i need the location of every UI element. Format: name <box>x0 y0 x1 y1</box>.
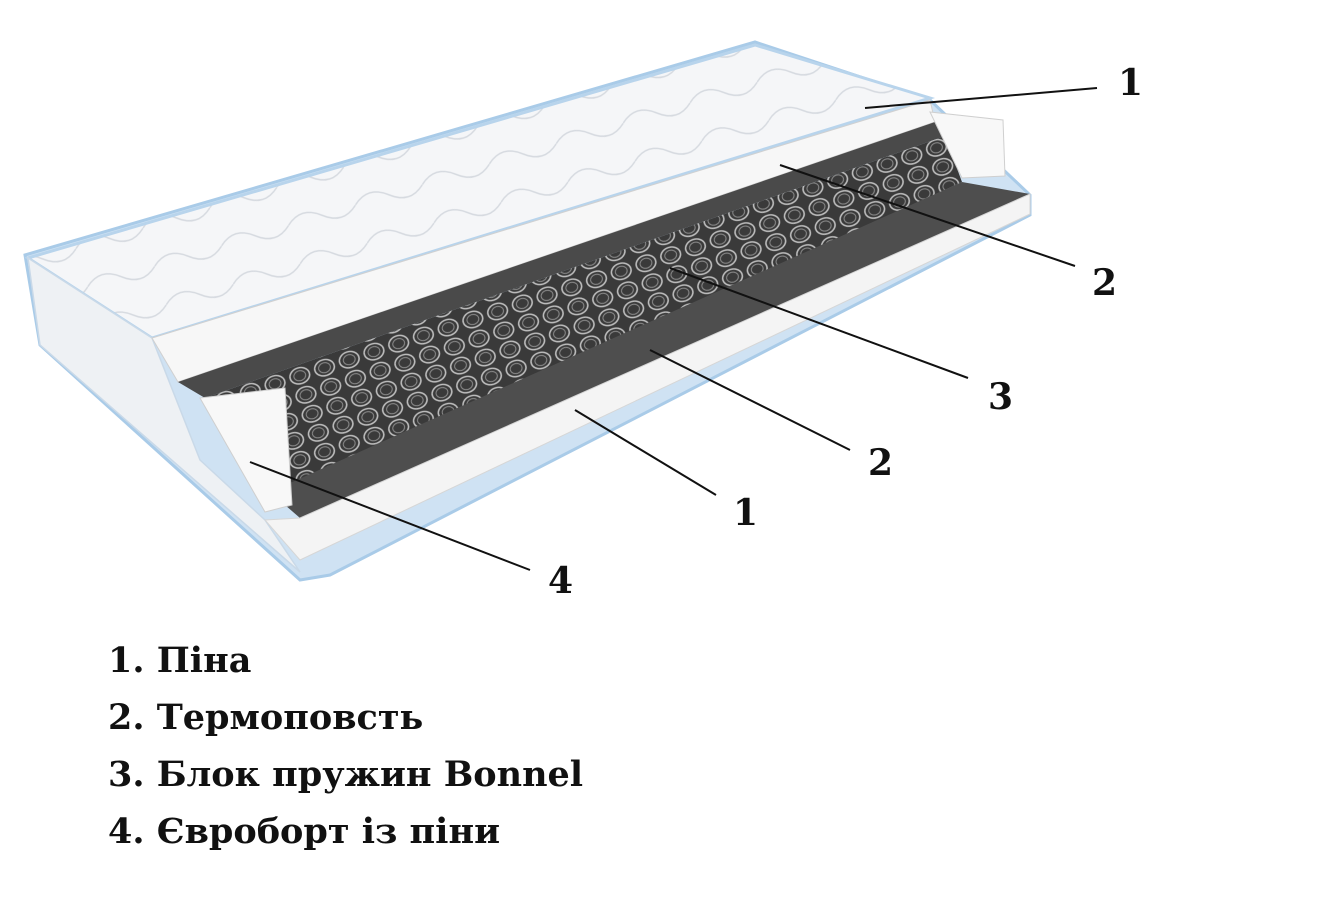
spring-block <box>205 136 962 492</box>
leader-line-2-bottom <box>649 349 851 451</box>
callout-3: 3 <box>988 376 1014 418</box>
leader-line-3 <box>669 267 969 379</box>
euro-border-right <box>929 111 1006 179</box>
leader-line-1-top <box>864 87 1098 109</box>
bottom-foam-layer <box>263 193 1031 561</box>
callout-1-top: 1 <box>1118 62 1144 104</box>
leader-line-1-bottom <box>574 409 717 496</box>
leader-line-2-top <box>779 164 1076 267</box>
legend-item-bonnel-springs: 3. Блок пружин Bonnel <box>108 754 584 795</box>
legend-item-euro-border: 4. Євроборт із піни <box>108 811 501 852</box>
callout-2-bottom: 2 <box>868 442 894 484</box>
legend: 1. Піна 2. Термоповсть 3. Блок пружин Bo… <box>108 632 583 860</box>
callout-4: 4 <box>548 560 574 602</box>
mattress-illustration <box>23 40 1098 582</box>
legend-item-thermofelt: 2. Термоповсть <box>108 697 424 738</box>
leader-line-4 <box>249 461 531 571</box>
euro-border-left <box>199 387 293 513</box>
legend-item-foam: 1. Піна <box>108 640 252 681</box>
callout-2-top: 2 <box>1092 262 1118 304</box>
top-felt-layer <box>178 122 945 398</box>
callout-1-bottom: 1 <box>733 492 759 534</box>
